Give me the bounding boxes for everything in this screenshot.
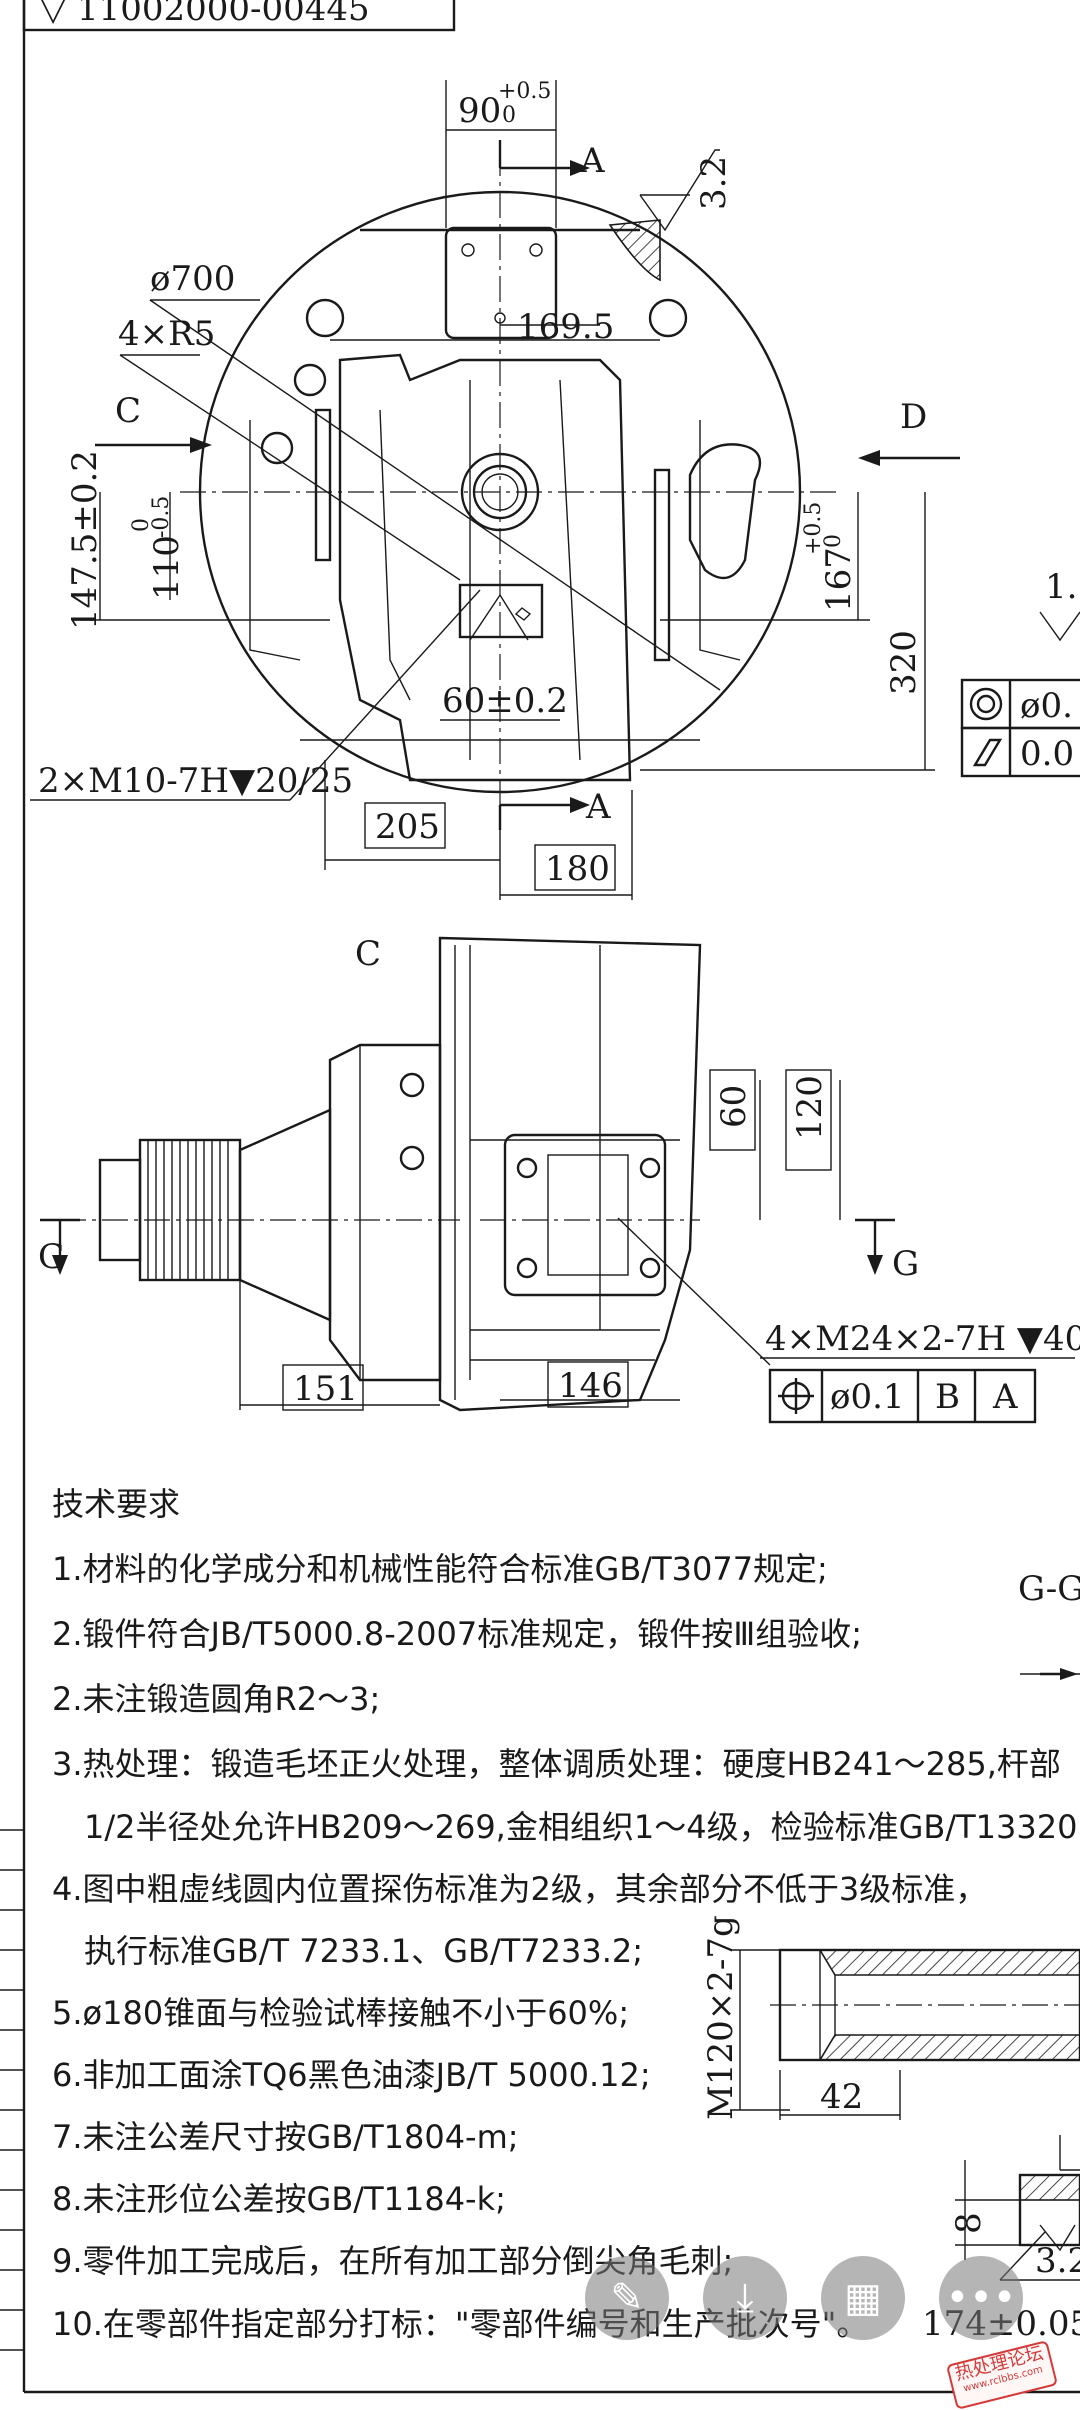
gg-roughness: 3.2 [1035,2241,1080,2281]
gg-thread-label: M120×2-7g [701,1915,741,2120]
side-view: C [38,934,1080,1424]
tech-req-title: 技术要求 [52,1485,180,1523]
tol-box-1-value: ø0. [1020,686,1073,726]
tol-datum-b: B [935,1377,960,1417]
top-view: ø700 4×R5 90 +0.5 0 A 3.2 169.5 C D [30,79,1080,900]
pen-icon: ✎ [610,2275,644,2321]
position-tolerance-icon [778,1378,814,1414]
tech-req-item-1: 1.材料的化学成分和机械性能符合标准GB/T3077规定; [52,1550,828,1588]
grid-icon: ▦ [844,2275,882,2321]
dim-167-label: 167 [819,547,859,612]
section-g-right-label: G [892,1244,919,1284]
dim-60-label: 60±0.2 [442,681,568,721]
dim-205-label: 205 [375,807,440,847]
dim-147-label: 147.5±0.2 [65,450,105,630]
tech-req-item-3: 2.未注锻造圆角R2～3; [52,1680,380,1718]
partial-right-1: 1. [1045,567,1077,607]
tech-req-item-7: 执行标准GB/T 7233.1、GB/T7233.2; [84,1932,643,1970]
view-c-side-label: C [355,934,381,974]
dim-90-tol-lower: 0 [502,103,516,128]
view-c-label: C [115,391,141,431]
tech-req-item-10: 7.未注公差尺寸按GB/T1804-m; [52,2118,519,2156]
tol-side-value: ø0.1 [830,1377,905,1417]
tech-requirements: 技术要求 1.材料的化学成分和机械性能符合标准GB/T3077规定; 2.锻件符… [52,1485,1080,2343]
section-gg: G-G M120×2-7g 42 8 3.2 174±0.05 [701,1569,1080,2344]
download-icon: ⤓ [736,2275,754,2321]
dim-169-label: 169.5 [517,307,614,347]
grid-view-button[interactable]: ▦ [821,2256,905,2340]
dia-700-label: ø700 [150,259,235,299]
dim-167-tol-lower: 0 [821,534,846,548]
tech-req-item-8: 5.ø180锥面与检验试棒接触不小于60%; [52,1994,629,2032]
dim-60-side-label: 60 [714,1085,754,1128]
radius-note-label: 4×R5 [118,314,215,354]
dim-180-label: 180 [545,849,610,889]
tech-req-item-11: 8.未注形位公差按GB/T1184-k; [52,2180,506,2218]
section-a-top-label: A [579,141,605,181]
dim-151-label: 151 [293,1369,358,1409]
dim-110-tol-upper: 0 [129,518,154,532]
section-g-left-label: G [38,1237,65,1277]
dim-110-tol-lower: -0.5 [149,496,174,538]
tech-req-item-9: 6.非加工面涂TQ6黑色油漆JB/T 5000.12; [52,2056,651,2094]
download-button[interactable]: ⤓ [703,2256,787,2340]
section-gg-label: G-G [1018,1569,1080,1609]
dim-120-side-label: 120 [790,1075,830,1140]
dim-320-label: 320 [884,630,924,695]
header-partial-text: ▽ 11002000-00445 [40,0,370,29]
tol-box-2-value: 0.0 [1020,734,1074,774]
more-options-button[interactable]: ••• [939,2256,1023,2340]
tech-req-item-5: 1/2半径处允许HB209～269,金相组织1～4级，检验标准GB/T13320… [84,1808,1080,1846]
dim-110-label: 110 [147,535,187,600]
dim-167-tol-upper: +0.5 [801,502,826,555]
tech-req-item-2: 2.锻件符合JB/T5000.8-2007标准规定，锻件按Ⅲ组验收; [52,1615,862,1653]
gg-dim-42: 42 [820,2077,863,2117]
thread-note-side-label: 4×M24×2-7H ▼40/45 [765,1319,1080,1359]
tech-req-item-6: 4.图中粗虚线圆内位置探伤标准为2级，其余部分不低于3级标准， [52,1870,987,1908]
more-icon: ••• [945,2275,1017,2321]
dim-90-label: 90 [458,91,501,131]
cylindricity-icon [972,738,1003,767]
tol-datum-a: A [992,1377,1018,1417]
roughness-label: 3.2 [694,156,734,210]
section-a-bottom-label: A [585,787,611,827]
dim-90-tol-upper: +0.5 [498,79,551,104]
dim-146-label: 146 [558,1366,623,1406]
gg-dim-8: 8 [949,2212,989,2234]
concentricity-icon [969,687,1003,721]
view-d-label: D [900,397,927,437]
thread-note-top-label: 2×M10-7H▼20/25 [38,761,353,801]
tech-req-item-4: 3.热处理：锻造毛坯正火处理，整体调质处理：硬度HB241～285,杆部 [52,1745,1061,1783]
edit-tool-button[interactable]: ✎ [585,2256,669,2340]
